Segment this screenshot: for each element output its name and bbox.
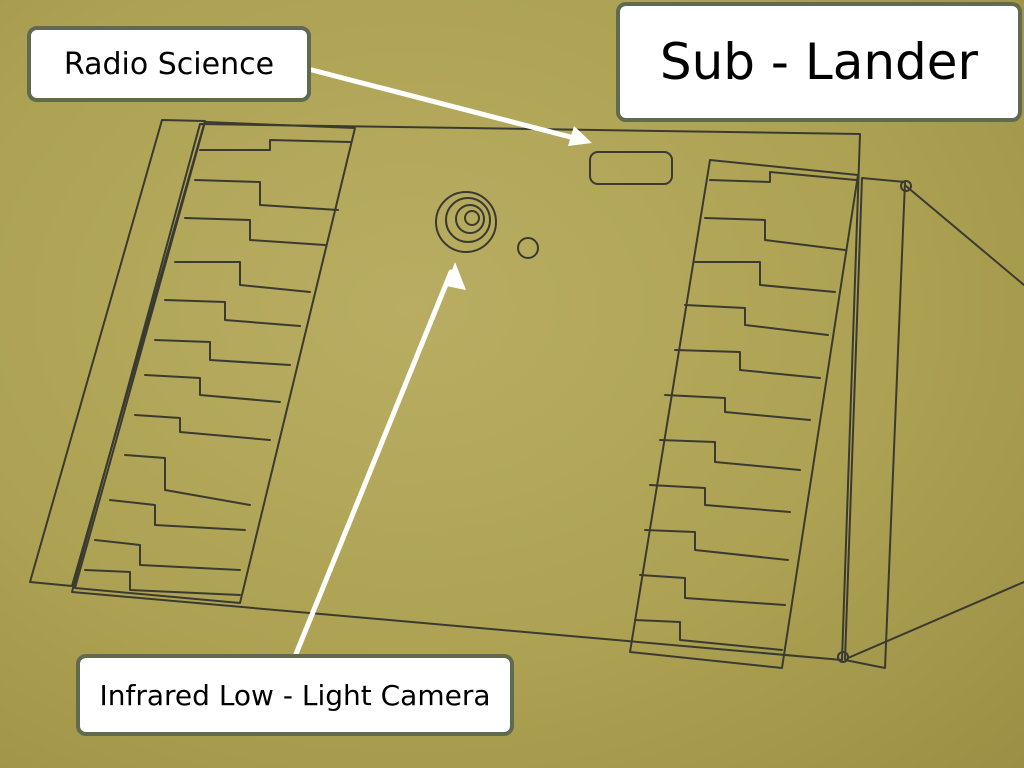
infrared-camera-callout: Infrared Low - Light Camera <box>76 654 514 736</box>
radio-science-antenna <box>589 151 673 185</box>
title-box: Sub - Lander <box>616 2 1022 122</box>
radio-science-callout: Radio Science <box>27 26 311 102</box>
radio-science-arrow <box>309 67 585 143</box>
left-tread-outline <box>74 121 356 604</box>
right-tread-outline <box>629 159 859 669</box>
radio-science-arrowhead <box>568 126 592 146</box>
end-cap-bolt-top <box>900 180 912 192</box>
camera-arrowhead <box>446 262 466 290</box>
body-outline <box>71 123 861 661</box>
camera-arrow <box>293 269 454 657</box>
right-end-panel <box>844 177 906 669</box>
nose-cone <box>847 185 1024 659</box>
left-tread-teeth <box>84 139 351 596</box>
small-sensor <box>517 237 539 259</box>
radio-science-label: Radio Science <box>63 46 275 82</box>
left-end-panel <box>29 119 206 587</box>
right-tread-teeth <box>634 171 857 651</box>
page-title: Sub - Lander <box>659 33 979 91</box>
infrared-camera-label: Infrared Low - Light Camera <box>99 678 491 712</box>
camera-lens <box>435 191 497 253</box>
